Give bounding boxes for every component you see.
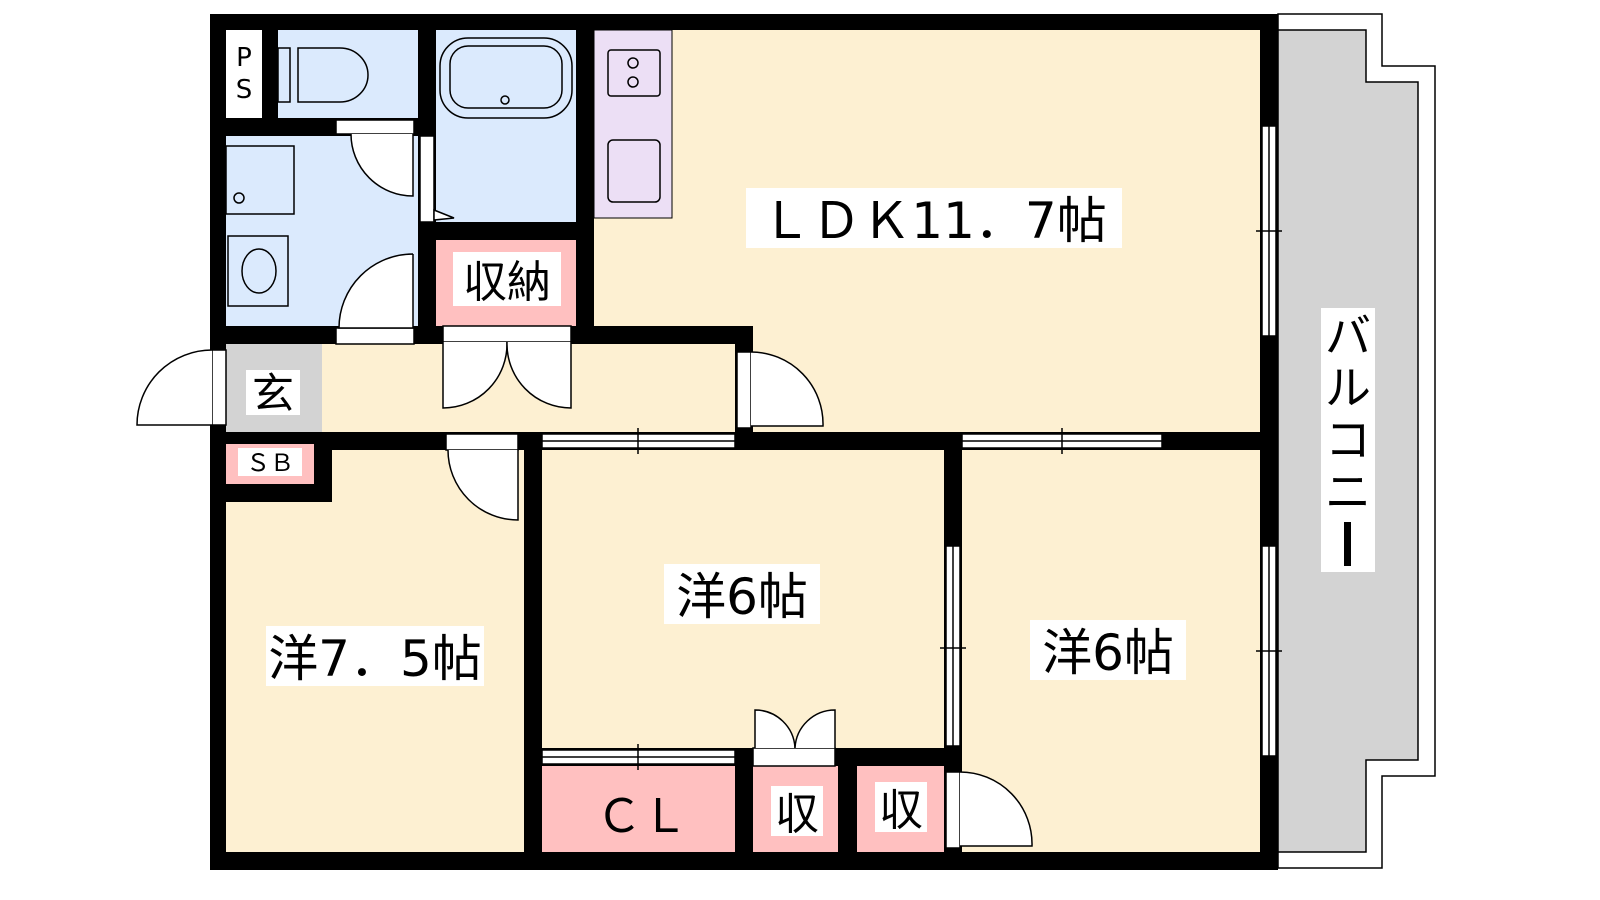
windows xyxy=(541,125,1282,770)
pipe-space xyxy=(226,30,262,118)
kitchen-counter xyxy=(593,29,673,219)
shoe-box-label: ＳＢ xyxy=(246,449,294,477)
stove-icon xyxy=(607,49,661,97)
bathtub-icon xyxy=(439,37,573,119)
western-right-label: 洋6帖 xyxy=(1042,624,1174,682)
balcony-char: コ xyxy=(1325,413,1371,467)
storage-main-label: 収納 xyxy=(463,257,551,308)
entrance-label: 玄 xyxy=(252,369,294,418)
kitchen-sink-icon xyxy=(607,139,661,203)
toilet-icon xyxy=(277,47,369,103)
storage-2-label: 収 xyxy=(879,785,923,836)
western-left-label: 洋7．5帖 xyxy=(268,630,482,688)
storage-1-label: 収 xyxy=(775,789,819,840)
balcony-char: ニ xyxy=(1325,465,1371,519)
ldk-label: ＬＤＫ11．7帖 xyxy=(761,192,1106,250)
balcony-label: バ ル コ ニ xyxy=(1325,309,1371,566)
toilet-room xyxy=(278,30,418,118)
closet-area xyxy=(542,766,735,852)
pipe-space-label-p: P xyxy=(236,43,252,73)
balcony-char: ル xyxy=(1325,361,1371,415)
doors xyxy=(136,119,1033,849)
sink-icon xyxy=(227,235,289,307)
bathroom xyxy=(436,30,576,222)
closet-label: ＣＬ xyxy=(596,789,688,843)
western-center-label: 洋6帖 xyxy=(676,568,808,626)
pipe-space-label-s: S xyxy=(236,75,253,105)
balcony-char-long-vowel xyxy=(1344,522,1351,566)
washing-machine-icon xyxy=(225,145,295,215)
balcony-char: バ xyxy=(1325,309,1371,363)
